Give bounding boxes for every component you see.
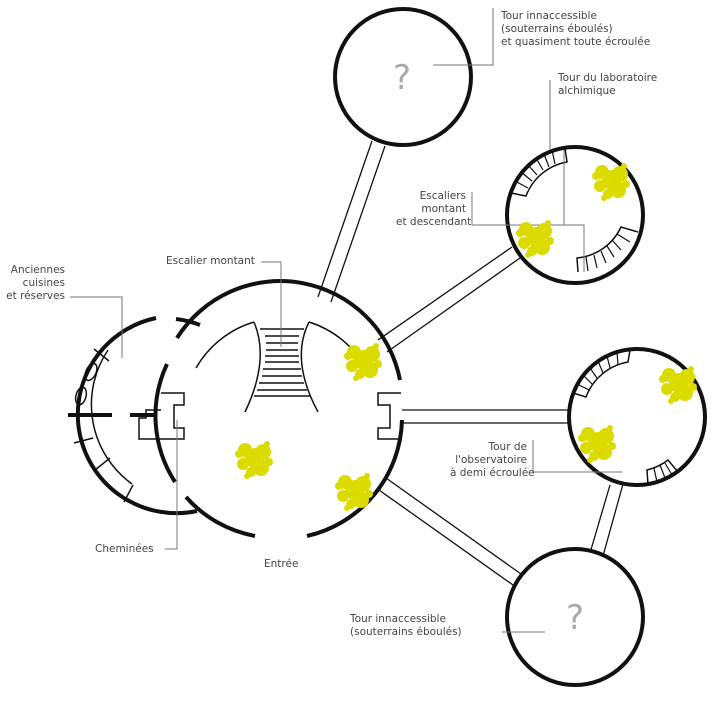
moss-blob — [353, 492, 369, 508]
stair-steps — [254, 328, 310, 397]
label-lab-tower: Tour du laboratoire alchimique — [558, 72, 658, 97]
moss-blob — [525, 252, 531, 258]
moss-blob — [365, 490, 373, 498]
moss-blob — [587, 457, 593, 463]
moss-blob — [679, 369, 695, 385]
moss-blob — [253, 460, 269, 476]
label-kitchens: Anciennes cuisines et réserves — [6, 264, 65, 302]
moss-blob — [534, 239, 550, 255]
unknown-mark-bottom: ? — [566, 598, 585, 638]
moss-blob — [592, 172, 600, 180]
label-observatory: Tour de l'observatoire à demi écroulée — [450, 441, 535, 479]
label-bottom-tower: Tour innaccessible (souterrains éboulés) — [350, 613, 462, 638]
moss-blob — [601, 195, 607, 201]
moss-blob — [518, 237, 530, 249]
moss-blob — [607, 425, 613, 431]
main-tower — [153, 279, 404, 538]
moss-blob — [677, 385, 693, 401]
moss-blob — [598, 428, 614, 444]
top-tower — [333, 7, 473, 147]
label-top-tower: Tour innaccessible (souterrains éboulés)… — [501, 10, 651, 48]
moss-blob — [264, 441, 270, 447]
moss-blob — [364, 346, 380, 362]
moss-blob — [661, 383, 673, 395]
moss-blob — [622, 180, 630, 188]
moss-blob — [346, 360, 358, 372]
moss-blob — [596, 444, 612, 460]
moss-blob — [337, 490, 349, 502]
moss-blob — [668, 398, 674, 404]
moss-blob — [688, 366, 694, 372]
moss-blob — [235, 450, 243, 458]
label-entrance: Entrée — [264, 558, 299, 570]
moss-blob — [353, 375, 359, 381]
moss-blob — [237, 458, 249, 470]
moss-blob — [608, 442, 616, 450]
moss-blob — [546, 237, 554, 245]
moss-blob — [545, 220, 551, 226]
moss-blob — [355, 476, 371, 492]
moss-blob — [364, 473, 370, 479]
bottom-tower — [505, 547, 645, 687]
moss-blob — [374, 360, 382, 368]
moss-blob — [612, 166, 628, 182]
label-lab-stairs: Escaliers montant et descendant — [396, 190, 472, 228]
kitchen-inner — [73, 348, 134, 503]
unknown-mark-top: ? — [393, 58, 412, 98]
tower-stairs — [510, 147, 679, 486]
moss-blob — [362, 362, 378, 378]
moss-blob — [580, 442, 592, 454]
corridors — [317, 140, 624, 586]
moss-blob — [373, 343, 379, 349]
moss-blob — [659, 375, 667, 383]
label-stair-up: Escalier montant — [166, 255, 255, 267]
moss-blob — [244, 473, 250, 479]
moss-blob — [335, 482, 343, 490]
moss-blob — [621, 163, 627, 169]
moss-blob — [516, 229, 524, 237]
moss-blob — [255, 444, 271, 460]
moss-blob — [594, 180, 606, 192]
moss-blob — [265, 458, 273, 466]
moss-blob — [344, 505, 350, 511]
moss-blob — [610, 182, 626, 198]
moss-blob — [344, 352, 352, 360]
moss-blob — [578, 434, 586, 442]
moss-blob — [689, 383, 697, 391]
label-chimneys: Cheminées — [95, 543, 154, 555]
main-inner — [138, 321, 401, 440]
moss-blob — [536, 223, 552, 239]
